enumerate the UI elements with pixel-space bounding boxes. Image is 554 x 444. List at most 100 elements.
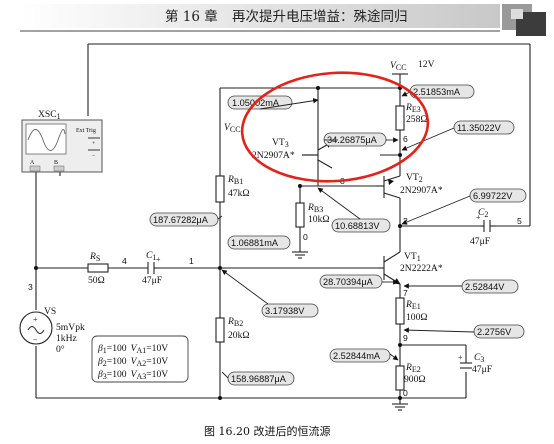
svg-text:+: + xyxy=(33,315,38,324)
highlight-ellipse xyxy=(240,71,430,183)
svg-text:RB2: RB2 xyxy=(227,316,243,328)
resistor-re3[interactable] xyxy=(395,105,405,131)
capacitor-c1[interactable]: + C1 47μF xyxy=(142,250,162,286)
svg-text:RE3: RE3 xyxy=(405,102,421,114)
svg-text:+: + xyxy=(156,255,161,264)
ground-main xyxy=(392,403,408,411)
svg-text:VT1: VT1 xyxy=(404,251,421,263)
junction-dots xyxy=(34,86,402,400)
probe-v5[interactable]: 2.2756V xyxy=(473,324,525,339)
resistor-rb3[interactable] xyxy=(295,202,305,228)
transistor-vt1[interactable]: VT1 2N2222A* xyxy=(378,251,443,285)
probe-i6[interactable]: 1.06881mA xyxy=(227,235,291,250)
probe-v4[interactable]: 3.17938V xyxy=(261,303,319,318)
c3-label: C xyxy=(474,352,481,363)
capacitor-c3[interactable]: + C3 47μF xyxy=(458,352,492,375)
beta-3-symbol: β xyxy=(97,369,103,380)
svg-text:RS: RS xyxy=(89,251,100,263)
probe-v1[interactable]: 11.35022V xyxy=(453,120,515,135)
vs-name: VS xyxy=(44,306,56,317)
oscilloscope-xsc1[interactable]: XSC1 Ext Trig + − A B xyxy=(21,109,103,173)
transistor-vt3[interactable]: VT3 2N2907A* xyxy=(252,137,333,169)
transistor-vt2[interactable]: VT2 2N2907A* xyxy=(376,172,443,199)
svg-text:2.2756V: 2.2756V xyxy=(477,327,512,337)
vs-amplitude: 5mVpk xyxy=(56,322,85,333)
vcc-supply: VCC 12V VCC xyxy=(224,59,435,134)
scope-plus: + xyxy=(92,141,96,147)
rs-label: R xyxy=(89,251,96,262)
probe-i9[interactable]: 158.96887μA xyxy=(227,371,295,386)
svg-text:158.96887μA: 158.96887μA xyxy=(231,374,287,384)
svg-text:+: + xyxy=(458,353,463,362)
probe-i2[interactable]: 2.51853mA xyxy=(409,84,475,99)
svg-text:XSC1: XSC1 xyxy=(38,109,61,121)
vcc-value: 12V xyxy=(418,59,435,70)
svg-text:RB1: RB1 xyxy=(227,174,243,186)
ground-symbols xyxy=(292,251,408,411)
svg-text:RB3: RB3 xyxy=(307,202,323,214)
resistor-re2[interactable] xyxy=(395,365,405,391)
beta-2-symbol: β xyxy=(97,356,103,367)
rs-value: 50Ω xyxy=(88,275,105,286)
re2-value: 900Ω xyxy=(404,374,426,385)
scope-channel-b: B xyxy=(54,160,58,166)
probe-v3[interactable]: 2.52844V xyxy=(461,279,519,294)
rb1-value: 47kΩ xyxy=(228,188,250,199)
probe-i8[interactable]: 2.52844mA xyxy=(329,348,391,363)
svg-text:C1: C1 xyxy=(146,250,156,262)
chapter-number: 第 16 章 xyxy=(165,8,218,25)
node-6: 6 xyxy=(403,134,408,144)
re1-value: 100Ω xyxy=(406,312,428,323)
svg-text:10.68813V: 10.68813V xyxy=(335,221,380,231)
node-0-b: 0 xyxy=(403,388,408,398)
scope-screen xyxy=(25,123,67,155)
probe-arrows xyxy=(217,91,475,379)
vcc-symbol: V xyxy=(390,60,397,71)
resistor-re1[interactable] xyxy=(395,297,405,325)
node-9: 9 xyxy=(403,333,408,343)
node-7: 7 xyxy=(403,288,408,298)
scope-port-a[interactable] xyxy=(29,165,41,172)
wires xyxy=(35,43,531,404)
header-deco-3 xyxy=(511,9,523,19)
probe-i3[interactable]: 34.26875μA xyxy=(323,132,387,147)
scope-port-b[interactable] xyxy=(53,165,65,172)
node-1: 1 xyxy=(189,256,194,266)
probe-v2[interactable]: 6.99722V xyxy=(469,188,527,203)
scope-waveform xyxy=(27,129,66,151)
svg-text:3.17938V: 3.17938V xyxy=(265,306,305,316)
vcc-label-left: V xyxy=(224,122,231,133)
capacitor-c2[interactable]: + C2 47μF xyxy=(470,207,496,247)
rb1-label: R xyxy=(227,174,234,185)
svg-text:28.70394μA: 28.70394μA xyxy=(323,277,374,287)
beta-box xyxy=(91,335,189,383)
rb3-value: 10kΩ xyxy=(308,214,330,225)
re1-label: R xyxy=(405,299,412,310)
node-0-a: 0 xyxy=(303,232,308,242)
svg-text:187.67282μA: 187.67282μA xyxy=(153,215,209,225)
c1-value: 47μF xyxy=(142,275,162,286)
signal-source-vs[interactable]: + − VS 5mVpk 1kHz 0° xyxy=(19,306,85,355)
rb2-label: R xyxy=(227,316,234,327)
probe-readings: 1.05002mA 2.51853mA 34.26875μA 11.35022V… xyxy=(149,84,527,386)
resistor-rs[interactable] xyxy=(87,263,109,273)
probe-v4-current[interactable]: 10.68813V xyxy=(331,218,391,233)
svg-text:C2: C2 xyxy=(478,207,488,219)
probe-i7[interactable]: 28.70394μA xyxy=(319,274,383,289)
scope-ext-trig: Ext Trig xyxy=(76,128,96,134)
resistor-rb2[interactable] xyxy=(215,317,225,343)
figure-caption: 图 16.20 改进后的恒流源 xyxy=(204,424,330,438)
beta-1-symbol: β xyxy=(97,343,103,354)
vt1-type: 2N2222A* xyxy=(400,263,443,274)
node-5: 5 xyxy=(517,216,522,226)
probe-i5[interactable]: 187.67282μA xyxy=(149,212,219,227)
scope-ref: XSC xyxy=(38,109,57,120)
chapter-title: 再次提升电压增益：殊途同归 xyxy=(232,8,408,25)
resistor-rb1[interactable] xyxy=(215,175,225,203)
svg-text:VCC: VCC xyxy=(224,122,241,134)
